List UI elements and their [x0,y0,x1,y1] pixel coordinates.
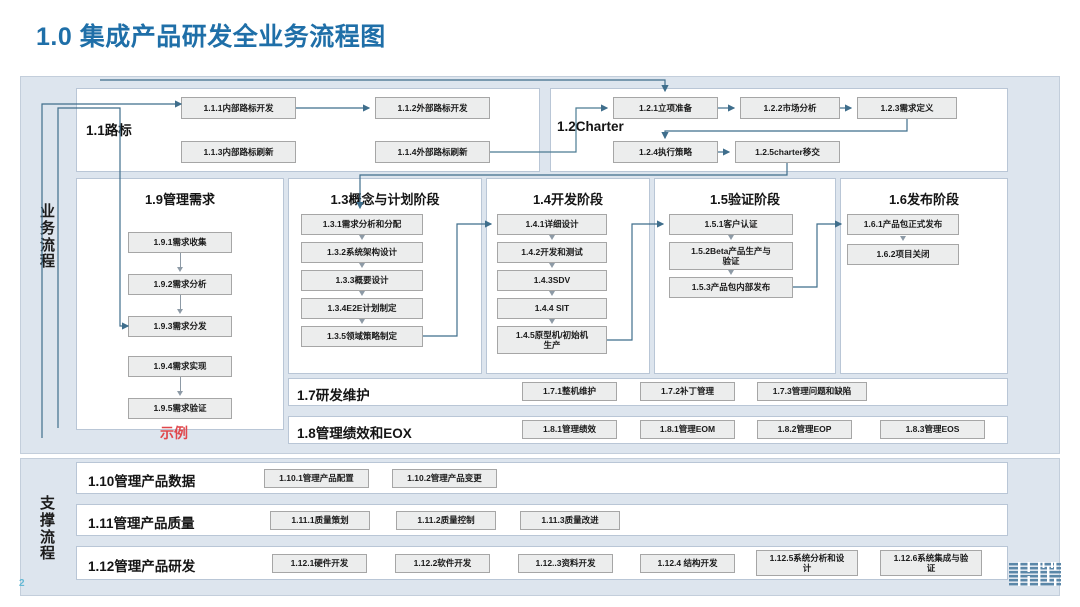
stage-panel-1-6 [840,178,1008,374]
process-box-1-12-2[interactable]: 1.12.2软件开发 [395,554,490,573]
arrow-down-icon [358,263,365,268]
arrow-down-icon [358,319,365,324]
process-box-1-12-1[interactable]: 1.12.1硬件开发 [272,554,367,573]
process-box-1-3-3[interactable]: 1.3.3概要设计 [301,270,423,291]
process-box-1-12-5[interactable]: 1.12.5系统分析和设 计 [756,550,858,576]
business-process-band-label: 业 务 流 程 [27,203,69,271]
process-box-1-8-1b[interactable]: 1.8.1管理EOM [640,420,735,439]
band-char: 撑 [39,511,56,529]
row-heading-1-12: 1.12管理产品研发 [88,559,196,574]
stage-panel-1-5 [654,178,836,374]
process-box-1-1-1[interactable]: 1.1.1内部路标开发 [181,97,296,119]
process-box-1-7-2[interactable]: 1.7.2补丁管理 [640,382,735,401]
page-title-text: 集成产品研发全业务流程图 [79,23,386,51]
example-annotation: 示例 [160,425,188,441]
process-box-1-2-4[interactable]: 1.2.4执行策略 [613,141,718,163]
process-box-1-10-2[interactable]: 1.10.2管理产品变更 [392,469,497,488]
process-box-1-4-1[interactable]: 1.4.1详细设计 [497,214,607,235]
process-box-1-9-5[interactable]: 1.9.5需求验证 [128,398,232,419]
process-box-1-12-6[interactable]: 1.12.6系统集成与验 证 [880,550,982,576]
process-box-1-3-2[interactable]: 1.3.2系统架构设计 [301,242,423,263]
column-header-1-9: 1.9管理需求 [144,192,216,207]
process-box-1-11-1[interactable]: 1.11.1质量策划 [270,511,370,530]
process-box-1-12-4[interactable]: 1.12.4 结构开发 [640,554,735,573]
row-heading-1-7: 1.7研发维护 [297,388,370,403]
page-title-number: 1.0 [36,23,73,51]
process-box-1-2-5[interactable]: 1.2.5charter移交 [735,141,840,163]
process-box-1-4-3[interactable]: 1.4.3SDV [497,270,607,291]
band-char: 支 [39,495,56,512]
process-box-1-4-2[interactable]: 1.4.2开发和测试 [497,242,607,263]
column-header-1-5: 1.5验证阶段 [709,192,781,207]
connector-line [180,377,181,393]
band-char: 流 [39,528,56,546]
arrow-down-icon [358,235,365,240]
arrow-down-icon [899,236,906,241]
page-title: 1.0 集成产品研发全业务流程图 [36,17,386,53]
process-box-1-2-2[interactable]: 1.2.2市场分析 [740,97,840,119]
arrow-down-icon [727,270,734,275]
arrow-down-icon [176,267,183,272]
process-box-1-9-4[interactable]: 1.9.4需求实现 [128,356,232,377]
arrow-down-icon [176,309,183,314]
process-box-1-5-2[interactable]: 1.5.2Beta产品生产与 验证 [669,242,793,270]
arrow-down-icon [548,291,555,296]
process-box-1-12-3[interactable]: 1.12..3资料开发 [518,554,613,573]
process-box-1-6-2[interactable]: 1.6.2项目关闭 [847,244,959,265]
band-char: 流 [39,236,56,254]
process-box-1-2-3[interactable]: 1.2.3需求定义 [857,97,957,119]
process-box-1-1-3[interactable]: 1.1.3内部路标刷新 [181,141,296,163]
process-box-1-3-1[interactable]: 1.3.1需求分析和分配 [301,214,423,235]
row-heading-1-11: 1.11管理产品质量 [88,516,195,531]
band-char: 务 [39,219,56,237]
process-box-1-8-1[interactable]: 1.8.1管理绩效 [522,420,617,439]
arrow-down-icon [548,319,555,324]
band-char: 程 [39,253,56,271]
process-box-1-4-5[interactable]: 1.4.5原型机/初始机 生产 [497,326,607,354]
process-box-1-10-1[interactable]: 1.10.1管理产品配置 [264,469,369,488]
process-box-1-11-3[interactable]: 1.11.3质量改进 [520,511,620,530]
connector-layer [41,79,908,438]
row-panel-1-10 [76,462,1008,494]
process-box-1-2-1[interactable]: 1.2.1立项准备 [613,97,718,119]
column-header-1-6: 1.6发布阶段 [888,192,960,207]
process-box-1-7-1[interactable]: 1.7.1整机维护 [522,382,617,401]
charter-heading: 1.2Charter [557,119,624,134]
process-box-1-1-4[interactable]: 1.1.4外部路标刷新 [375,141,490,163]
process-box-1-9-3[interactable]: 1.9.3需求分发 [128,316,232,337]
row-heading-1-8: 1.8管理绩效和EOX [297,426,412,441]
process-box-1-8-2[interactable]: 1.8.2管理EOP [757,420,852,439]
band-char: 程 [39,545,56,563]
process-box-1-6-1[interactable]: 1.6.1产品包正式发布 [847,214,959,235]
page-number: 2 [19,578,25,589]
ibm-logo [1009,562,1061,586]
process-box-1-7-3[interactable]: 1.7.3管理问题和缺陷 [757,382,867,401]
column-header-1-4: 1.4开发阶段 [532,192,604,207]
process-box-1-3-4[interactable]: 1.3.4E2E计划制定 [301,298,423,319]
arrow-down-icon [176,391,183,396]
process-box-1-9-2[interactable]: 1.9.2需求分析 [128,274,232,295]
arrow-down-icon [358,291,365,296]
process-box-1-9-1[interactable]: 1.9.1需求收集 [128,232,232,253]
row-panel-1-11 [76,504,1008,536]
process-box-1-3-5[interactable]: 1.3.5领域策略制定 [301,326,423,347]
process-box-1-11-2[interactable]: 1.11.2质量控制 [396,511,496,530]
arrow-down-icon [548,235,555,240]
process-box-1-4-4[interactable]: 1.4.4 SIT [497,298,607,319]
process-box-1-5-1[interactable]: 1.5.1客户认证 [669,214,793,235]
process-box-1-8-3[interactable]: 1.8.3管理EOS [880,420,985,439]
process-box-1-5-3[interactable]: 1.5.3产品包内部发布 [669,277,793,298]
support-process-band-label: 支 撑 流 程 [27,495,69,563]
connector-line [180,253,181,269]
process-box-1-1-2[interactable]: 1.1.2外部路标开发 [375,97,490,119]
band-char: 业 [39,203,56,220]
connector-line [180,295,181,311]
process-flow-diagram: 业 务 流 程 支 撑 流 程 1.1路标 1.2Charter 1.1.1内部… [20,76,1060,596]
arrow-down-icon [727,235,734,240]
row-heading-1-10: 1.10管理产品数据 [88,474,196,489]
arrow-down-icon [548,263,555,268]
